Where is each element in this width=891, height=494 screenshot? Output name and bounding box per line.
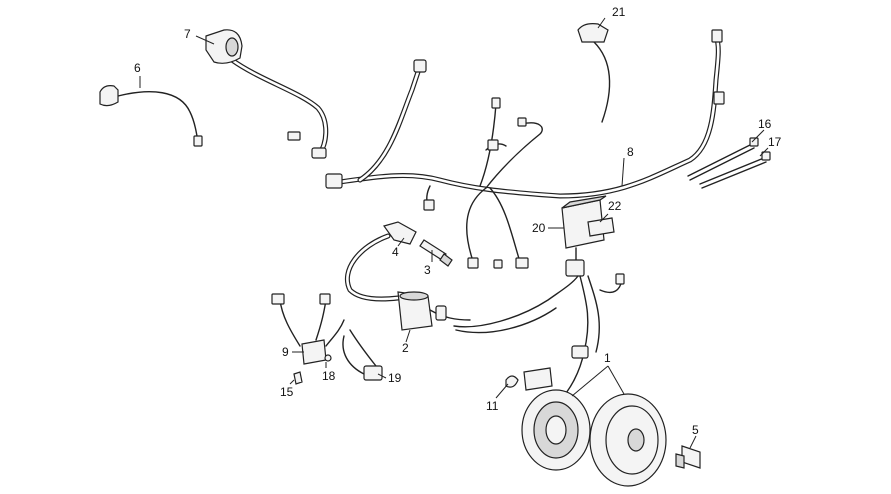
part-18-washer xyxy=(324,354,332,362)
part-7-handlebar-switch xyxy=(205,29,329,159)
callout-2: 2 xyxy=(402,341,409,355)
callout-5: 5 xyxy=(692,423,699,437)
callout-9: 9 xyxy=(282,345,289,359)
part-8-main-harness xyxy=(325,29,725,269)
callout-labels: 1 2 3 4 5 6 7 8 9 11 15 16 17 18 19 20 2… xyxy=(134,5,782,437)
callout-21: 21 xyxy=(612,5,626,19)
part-6-cable-cap xyxy=(99,85,203,147)
part-15-screw xyxy=(293,371,303,385)
part-3-spark-plug xyxy=(419,239,453,267)
callout-20: 20 xyxy=(532,221,546,235)
callout-19: 19 xyxy=(388,371,402,385)
callout-8: 8 xyxy=(627,145,634,159)
callout-1: 1 xyxy=(604,351,611,365)
part-22-cover xyxy=(587,217,615,237)
callout-11: 11 xyxy=(486,399,499,413)
callout-6: 6 xyxy=(134,61,141,75)
callout-leaders xyxy=(139,17,769,449)
part-20-cdi-unit xyxy=(561,195,607,277)
callout-15: 15 xyxy=(280,385,294,399)
part-2-ignition-coil xyxy=(397,291,471,331)
callout-22: 22 xyxy=(608,199,622,213)
part-11-clip xyxy=(505,367,553,391)
callout-18: 18 xyxy=(322,369,336,383)
part-16-cable-tie xyxy=(687,137,759,181)
part-4-spark-plug-cap xyxy=(344,221,417,302)
part-17-cable-tie xyxy=(699,151,771,189)
part-21-cap-cable xyxy=(577,23,611,123)
part-1-flywheel xyxy=(589,393,667,487)
callout-7: 7 xyxy=(184,27,191,41)
part-5-bolt xyxy=(675,445,701,469)
part-19-small-harness xyxy=(342,329,383,381)
callout-17: 17 xyxy=(768,135,782,149)
part-1-stator xyxy=(521,389,591,471)
callout-4: 4 xyxy=(392,245,399,259)
callout-3: 3 xyxy=(424,263,431,277)
callout-16: 16 xyxy=(758,117,772,131)
